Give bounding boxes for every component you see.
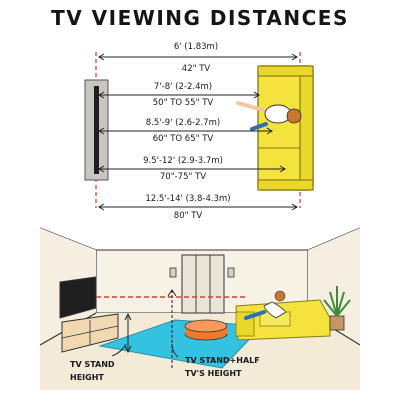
distance-label-1: 6' (1.83m) 42" TV <box>174 42 218 74</box>
sofa-icon <box>235 299 331 341</box>
distance-label-5: 12.5'-14' (3.8-4.3m) 80" TV <box>145 194 230 221</box>
tv-size-text: 60" TO 65" TV <box>153 134 214 144</box>
living-room-illustration <box>39 227 361 390</box>
tv-stand-height-label: TV STAND HEIGHT <box>70 360 115 382</box>
distance-text: 8.5'-9' (2.6-2.7m) <box>146 118 220 128</box>
distance-text: 12.5'-14' (3.8-4.3m) <box>145 194 230 204</box>
stand-height-arrow <box>124 312 132 354</box>
tv-size-text: 70"-75" TV <box>160 172 206 182</box>
stand-height-line2: HEIGHT <box>70 373 104 382</box>
distance-arrows <box>98 53 298 211</box>
person-icon <box>244 290 287 320</box>
sliding-doors <box>181 254 225 314</box>
half-height-line1: TV STAND+HALF <box>185 356 260 365</box>
page-title: TV VIEWING DISTANCES <box>51 6 349 30</box>
sofa-plan-icon <box>257 65 314 191</box>
distance-label-4: 9.5'-12' (2.9-3.7m) 70"-75" TV <box>143 156 223 182</box>
tv-stand-icon <box>61 313 119 353</box>
tv-size-text: 42" TV <box>182 64 211 74</box>
distance-text: 6' (1.83m) <box>174 42 218 52</box>
pouf-icon <box>184 319 228 341</box>
person-plan-icon <box>236 101 302 131</box>
tv-size-text: 50" TO 55" TV <box>153 98 214 108</box>
tv-plan-icon <box>84 79 109 181</box>
tv-size-text: 80" TV <box>174 211 203 221</box>
distance-arrow-5 <box>98 203 298 211</box>
tv-stand-half-label: TV STAND+HALF TV'S HEIGHT <box>185 356 260 378</box>
distance-text: 7'-8' (2-2.4m) <box>154 82 212 92</box>
distance-arrow-1 <box>98 53 298 61</box>
distance-label-3: 8.5'-9' (2.6-2.7m) 60" TO 65" TV <box>146 118 220 144</box>
tv-icon <box>59 276 97 319</box>
wall-lamp-icon <box>169 267 235 278</box>
distance-label-2: 7'-8' (2-2.4m) 50" TO 55" TV <box>153 82 214 108</box>
plan-view: 6' (1.83m) 42" TV 7'-8' (2-2.4m) 50" TO … <box>84 42 314 221</box>
distance-text: 9.5'-12' (2.9-3.7m) <box>143 156 223 166</box>
stand-height-line1: TV STAND <box>70 360 115 369</box>
half-height-line2: TV'S HEIGHT <box>185 369 242 378</box>
plant-icon <box>323 286 351 331</box>
distance-arrow-3 <box>98 127 273 135</box>
distance-arrow-4 <box>98 165 286 173</box>
distance-arrow-2 <box>98 91 260 99</box>
